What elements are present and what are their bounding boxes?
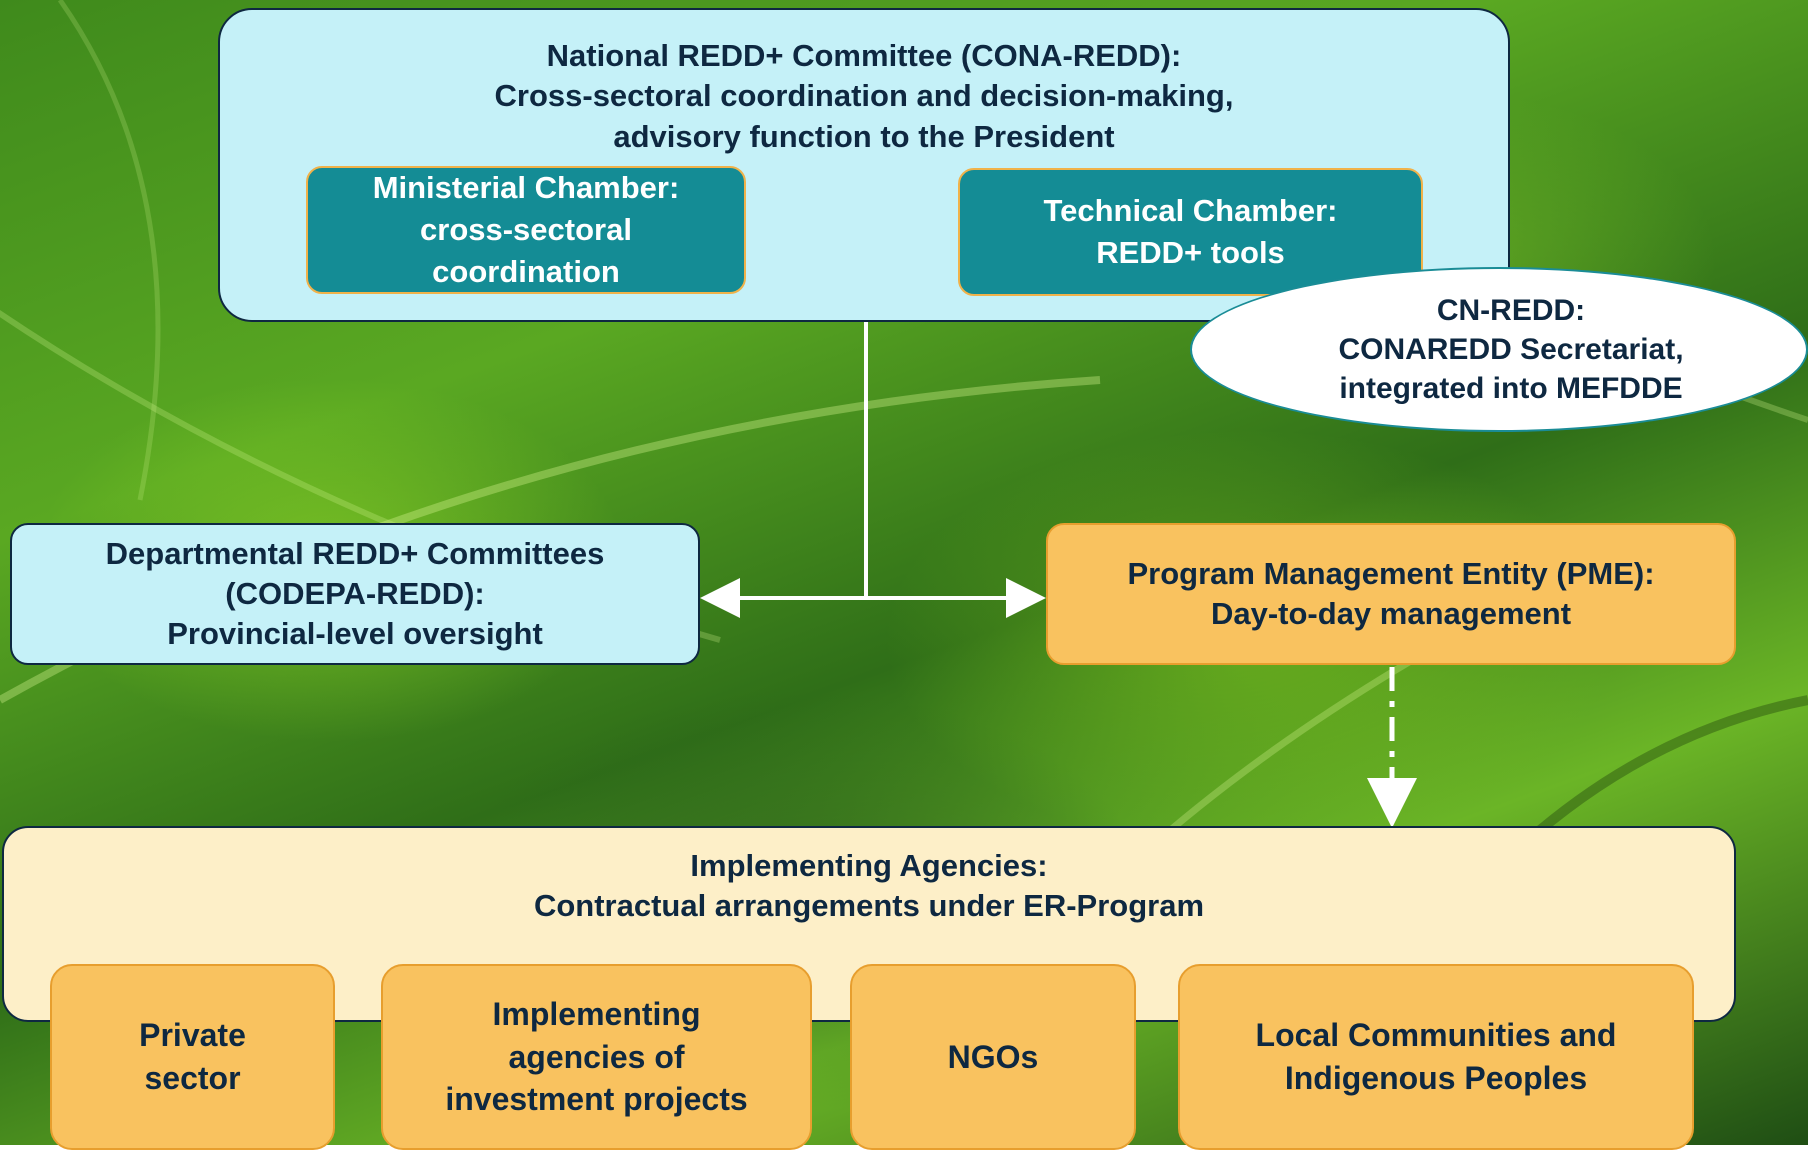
- agency-label: NGOs: [947, 1038, 1039, 1075]
- cona-redd-title: National REDD+ Committee (CONA-REDD): Cr…: [494, 38, 1234, 154]
- ministerial-chamber-label: Ministerial Chamber: cross-sectoral coor…: [372, 170, 680, 289]
- agency-label: Implementing agencies of investment proj…: [445, 996, 748, 1118]
- codepa-redd-box: Departmental REDD+ Committees (CODEPA-RE…: [10, 523, 700, 665]
- agency-local-communities: Local Communities and Indigenous Peoples: [1178, 964, 1694, 1150]
- codepa-redd-label: Departmental REDD+ Committees (CODEPA-RE…: [105, 535, 605, 652]
- cn-redd-ellipse: CN-REDD: CONAREDD Secretariat, integrate…: [1190, 267, 1808, 432]
- agency-label: Private sector: [139, 1017, 246, 1096]
- cn-redd-label: CN-REDD: CONAREDD Secretariat, integrate…: [1338, 294, 1684, 405]
- agency-private-sector: Private sector: [50, 964, 335, 1150]
- pme-label: Program Management Entity (PME): Day-to-…: [1127, 555, 1655, 631]
- pme-box: Program Management Entity (PME): Day-to-…: [1046, 523, 1736, 665]
- technical-chamber-label: Technical Chamber: REDD+ tools: [1043, 193, 1338, 270]
- agency-label: Local Communities and Indigenous Peoples: [1255, 1017, 1617, 1096]
- agency-ngos: NGOs: [850, 964, 1136, 1150]
- agency-investment-projects: Implementing agencies of investment proj…: [381, 964, 812, 1150]
- ministerial-chamber-box: Ministerial Chamber: cross-sectoral coor…: [306, 166, 746, 294]
- implementing-agencies-title: Implementing Agencies: Contractual arran…: [533, 848, 1205, 924]
- technical-chamber-box: Technical Chamber: REDD+ tools: [958, 168, 1423, 296]
